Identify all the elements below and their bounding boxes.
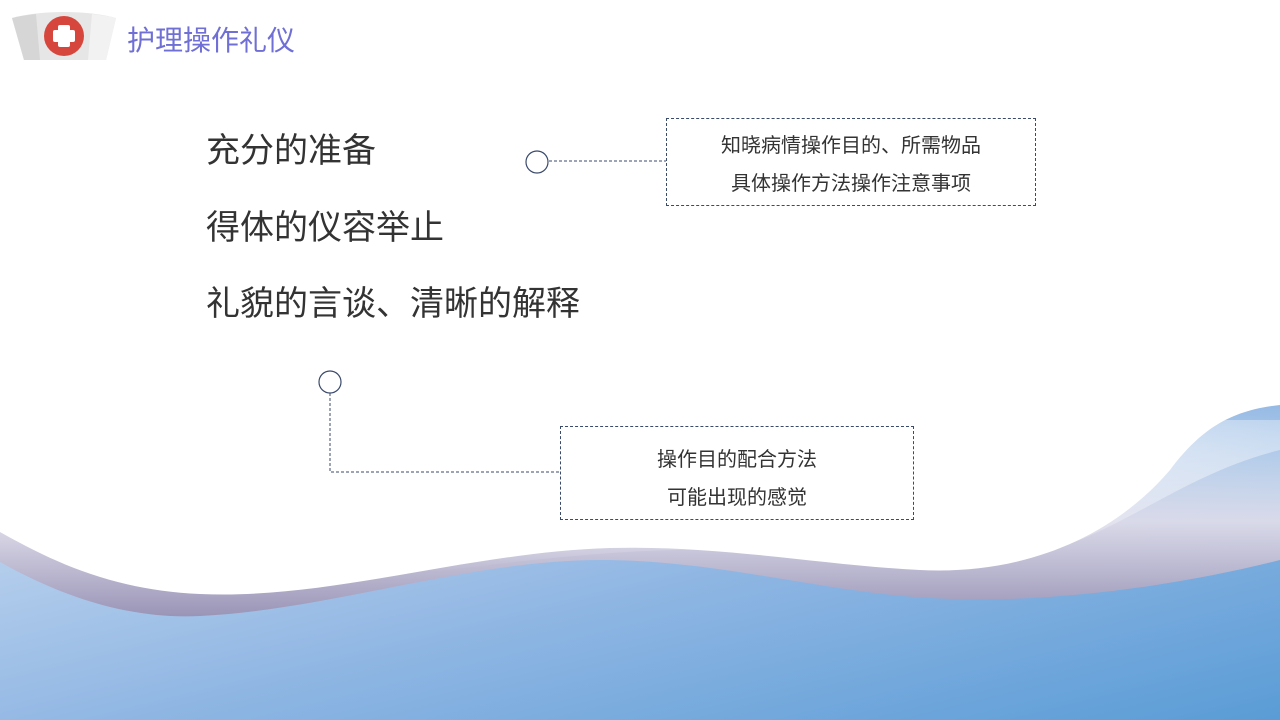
callout-2-line-2: 可能出现的感觉 xyxy=(667,485,807,509)
connector-node-2 xyxy=(318,370,342,394)
page-title: 护理操作礼仪 xyxy=(127,24,296,57)
connector-line-2 xyxy=(329,393,560,473)
connector-node-1 xyxy=(525,150,549,174)
callout-1-line-1: 知晓病情操作目的、所需物品 xyxy=(721,133,981,157)
main-point-appearance: 得体的仪容举止 xyxy=(206,208,444,248)
main-point-communication: 礼貌的言谈、清晰的解释 xyxy=(206,284,580,324)
callout-box-explanation: 操作目的配合方法 可能出现的感觉 xyxy=(560,426,914,520)
main-point-preparation: 充分的准备 xyxy=(206,131,376,171)
wave-white-glow xyxy=(0,420,1280,589)
callout-box-preparation: 知晓病情操作目的、所需物品 具体操作方法操作注意事项 xyxy=(666,118,1036,206)
nurse-cap-logo-icon xyxy=(12,12,116,60)
callout-2-line-1: 操作目的配合方法 xyxy=(657,447,817,471)
callout-1-line-2: 具体操作方法操作注意事项 xyxy=(731,171,971,195)
